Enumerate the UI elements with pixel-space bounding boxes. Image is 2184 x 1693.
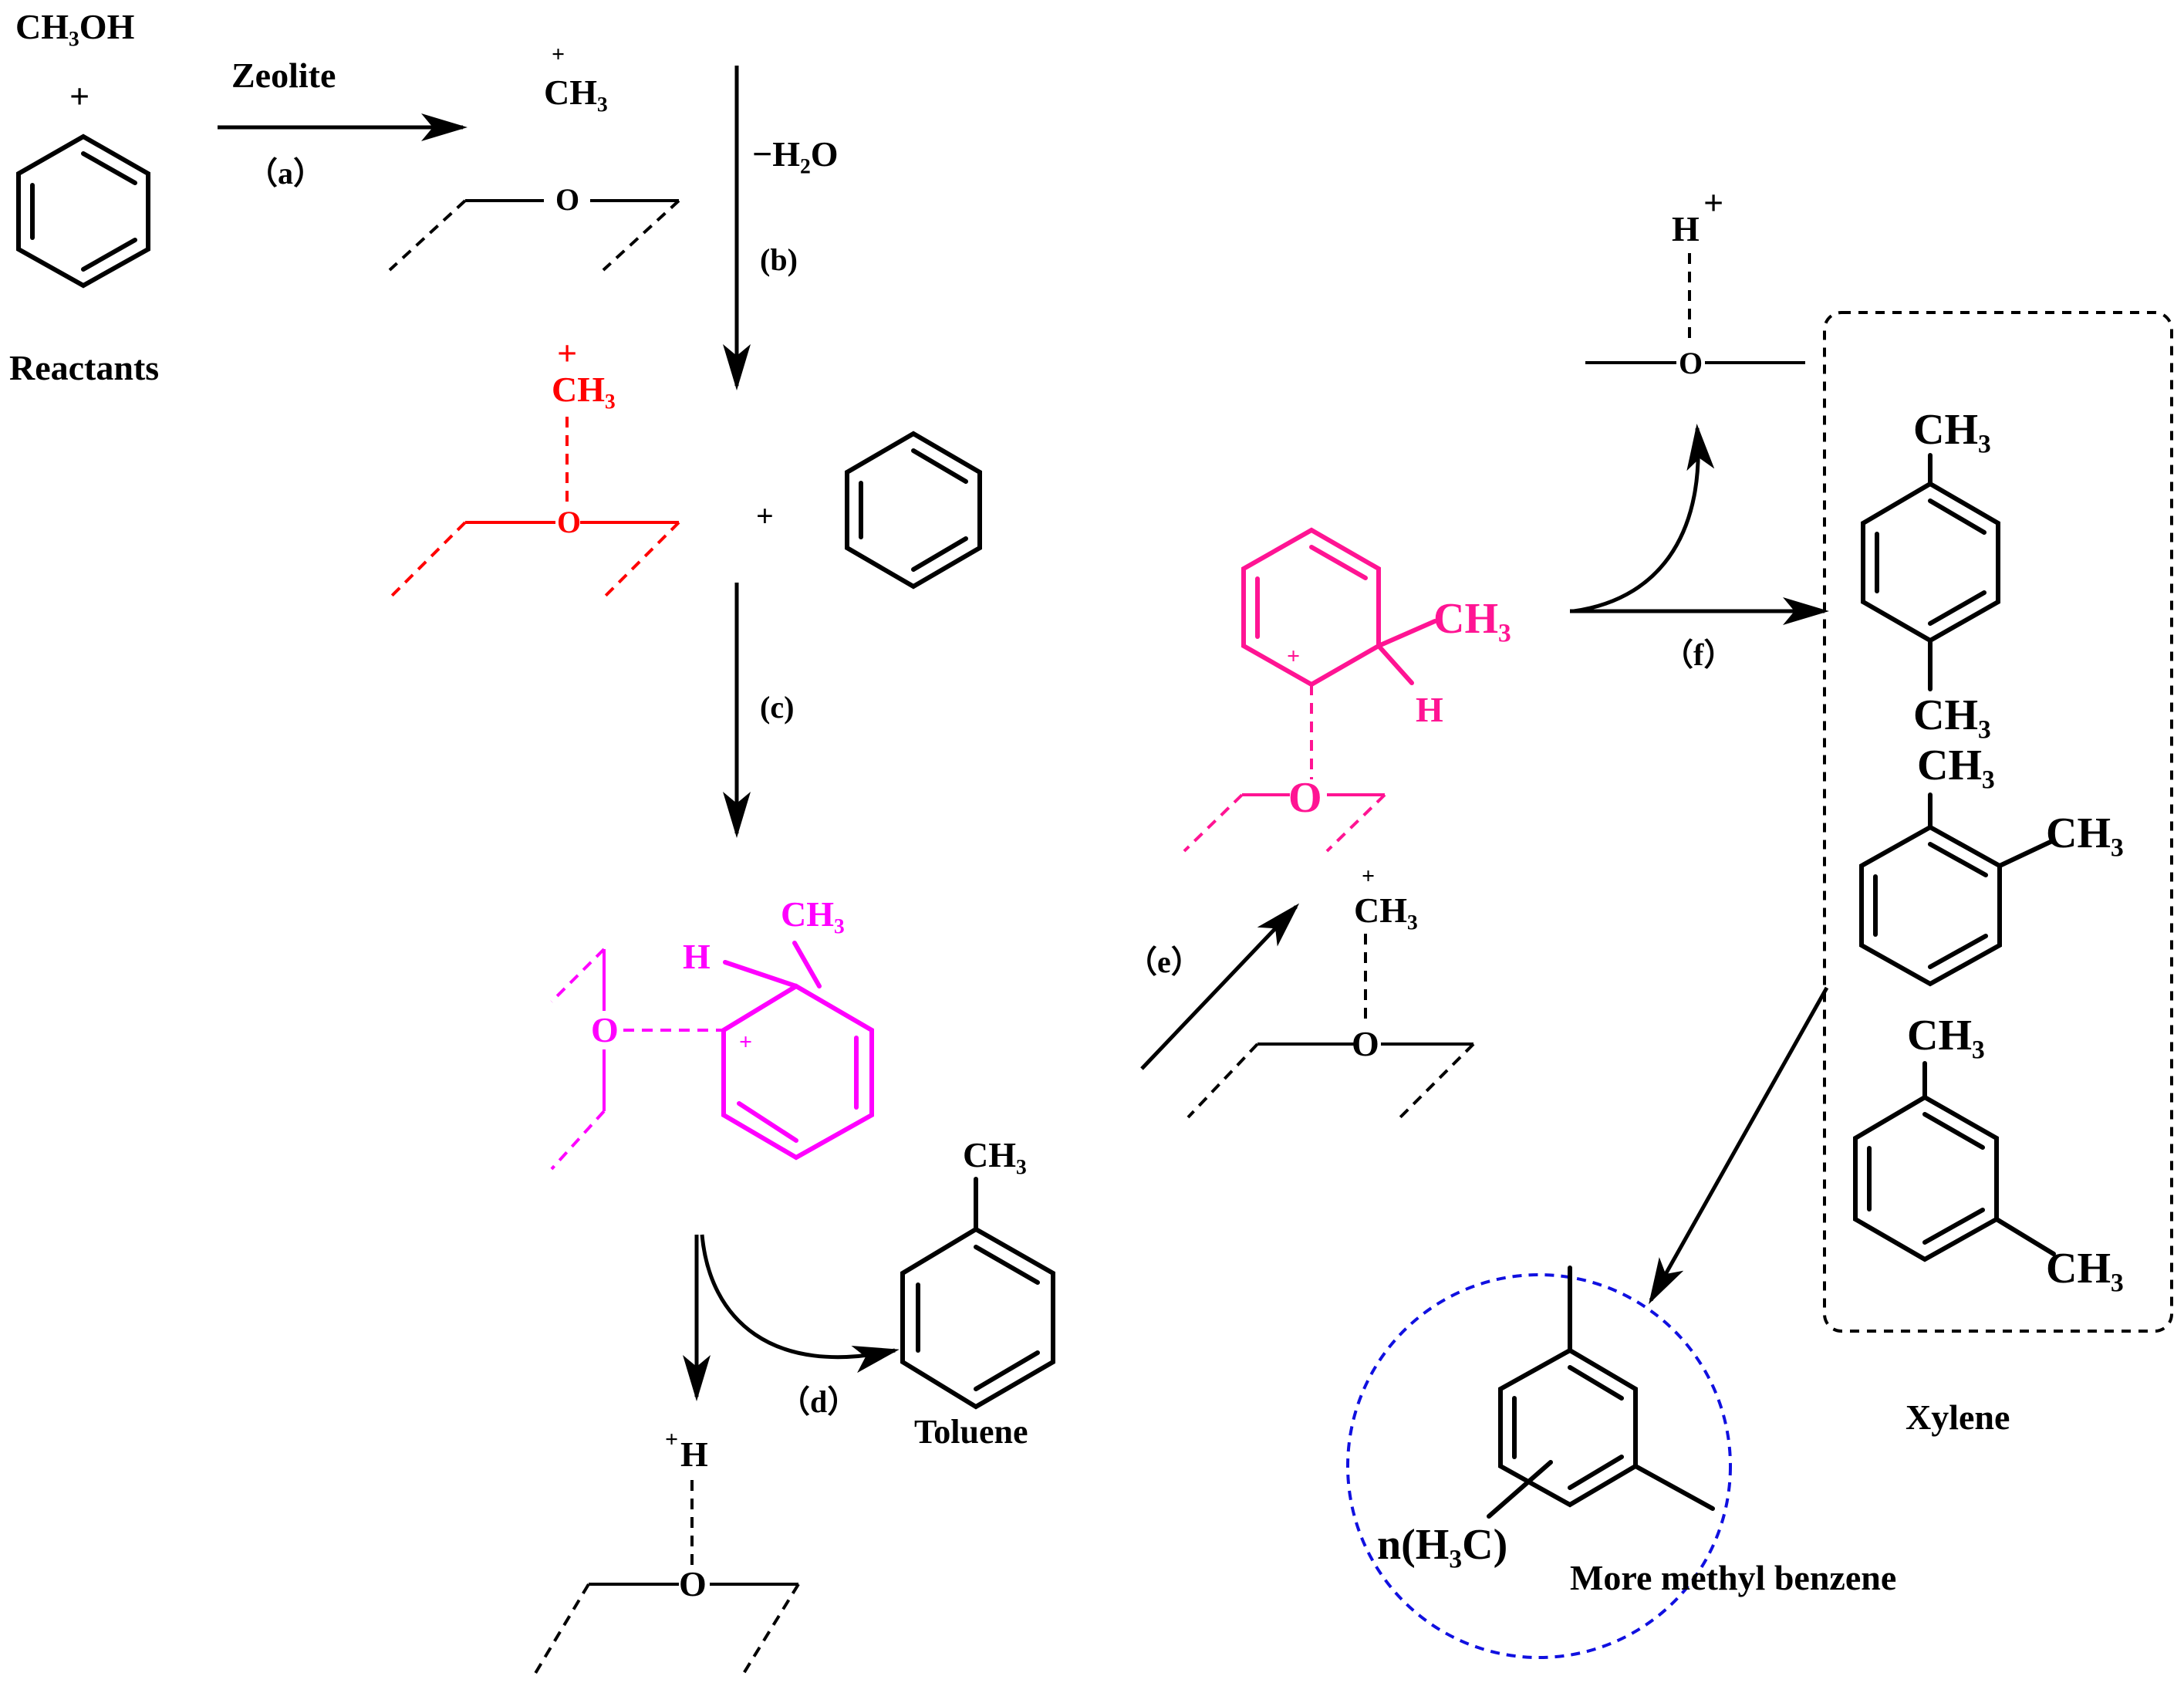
reactants-group: CH₃OH + Reactants — [9, 7, 159, 387]
step-c: (c) — [723, 583, 794, 838]
ch3-label: CH₃ — [1433, 595, 1511, 643]
xylene-label: Xylene — [1906, 1397, 2010, 1437]
ch3-label: CH₃ — [1907, 1012, 1985, 1059]
oxygen-label: O — [1352, 1024, 1379, 1063]
proton-zeolite-top: H + O — [1585, 183, 1805, 380]
proton-zeolite-bottom: + H O — [531, 1427, 800, 1680]
oxygen-label: O — [557, 505, 581, 539]
reactants-label: Reactants — [9, 348, 159, 387]
hydrogen-label: H — [1672, 209, 1700, 248]
oxygen-label: O — [1288, 774, 1322, 822]
arenium-intermediate-1: CH₃ H O + — [550, 894, 874, 1171]
red-methyl-zeolite: + CH₃ O — [388, 333, 680, 600]
water-loss-label: −H₂O — [752, 134, 839, 174]
benzene-ring — [845, 431, 982, 590]
arrow-to-polymethylbenzene — [1649, 986, 1829, 1305]
ch3-label: CH₃ — [2046, 1245, 2124, 1293]
toluene-structure: CH₃ Toluene — [900, 1135, 1055, 1451]
ch3-label: CH₃ — [2046, 809, 2124, 857]
step-f: （f） — [1570, 424, 1829, 672]
charge-plus-icon: + — [557, 333, 577, 373]
charge-plus-icon: + — [1287, 644, 1300, 669]
methyl-cation-zeolite: + CH₃ O — [388, 42, 680, 272]
para-xylene: CH₃ CH₃ — [1861, 406, 2000, 739]
step-e-label: （e） — [1126, 944, 1202, 979]
hydrogen-label: H — [1416, 690, 1443, 729]
methyl-cation-zeolite-mid: + CH₃ O — [1187, 863, 1475, 1119]
arrow-f-curve — [1573, 424, 1715, 613]
ch3-label: CH₃ — [1354, 890, 1418, 930]
step-e: （e） — [1126, 903, 1300, 1070]
step-b: −H₂O (b) — [723, 66, 839, 390]
ch3-label: CH₃ — [1917, 742, 1995, 789]
charge-plus-icon: + — [552, 42, 565, 67]
charge-plus-icon: + — [1362, 863, 1375, 889]
toluene-label: Toluene — [914, 1413, 1028, 1451]
charge-plus-icon: + — [1703, 183, 1723, 222]
step-a: Zeolite （a） — [218, 56, 468, 191]
meta-xylene: CH₃ CH₃ — [1853, 1012, 2124, 1293]
ch3-label: CH₃ — [544, 73, 608, 112]
arrow-e — [1140, 903, 1300, 1070]
ch3-label: CH₃ — [552, 370, 616, 409]
oxygen-label: O — [591, 1010, 619, 1049]
step-a-label: （a） — [247, 156, 324, 191]
hydrogen-label: H — [680, 1434, 708, 1474]
plus-sign: + — [756, 498, 774, 533]
ch3-label: CH₃ — [1913, 406, 1991, 454]
charge-plus-icon: + — [739, 1029, 752, 1055]
step-d: （d） — [683, 1234, 900, 1419]
arenium-intermediate-2: + CH₃ H O — [1183, 527, 1511, 853]
ch3-label: CH₃ — [781, 894, 845, 934]
step-d-label: （d） — [779, 1384, 858, 1419]
step-f-label: （f） — [1662, 637, 1734, 672]
hydrogen-label: H — [683, 937, 711, 976]
oxygen-label: O — [555, 182, 579, 217]
benzene-ring-reactant — [16, 133, 150, 289]
arrow-d-curve — [700, 1234, 900, 1374]
polymethylbenzene-group: n(H₃C) More methyl benzene — [1346, 1266, 1896, 1659]
charge-plus-icon: + — [665, 1427, 678, 1452]
reactants-plus-sign: + — [69, 76, 89, 116]
methanol-label: CH₃OH — [15, 7, 135, 46]
step-c-label: (c) — [760, 690, 794, 725]
oxygen-label: O — [1679, 346, 1703, 380]
more-methyl-benzene-label: More methyl benzene — [1570, 1558, 1896, 1597]
xylene-box: CH₃ CH₃ CH₃ CH₃ — [1823, 311, 2173, 1437]
oxygen-label: O — [679, 1564, 707, 1603]
substituent-label: n(H₃C) — [1377, 1521, 1507, 1569]
step-b-label: (b) — [760, 242, 798, 277]
ch3-label: CH₃ — [1913, 691, 1991, 739]
zeolite-label: Zeolite — [231, 56, 336, 95]
ch3-label: CH₃ — [963, 1135, 1027, 1174]
ortho-xylene: CH₃ CH₃ — [1859, 742, 2124, 987]
